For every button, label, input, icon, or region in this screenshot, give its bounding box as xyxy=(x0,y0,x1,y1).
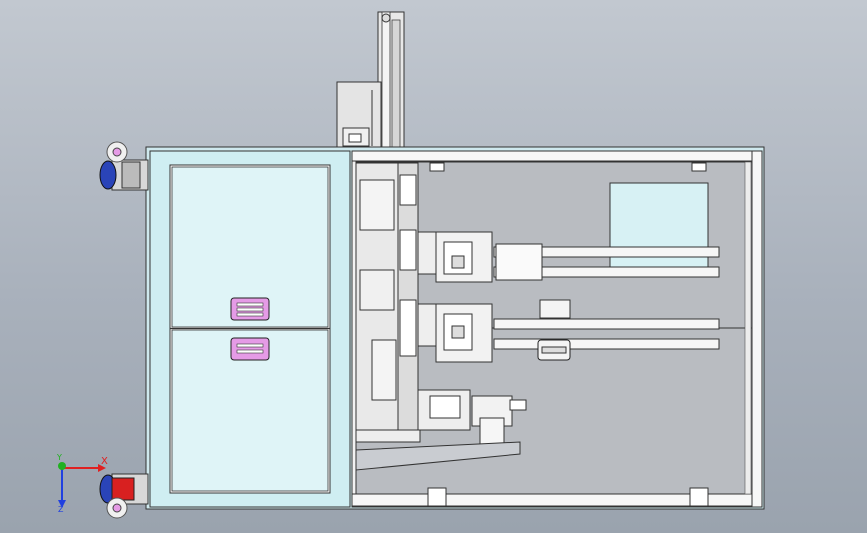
carriage-lower[interactable] xyxy=(435,299,571,363)
mechanism-assembly[interactable] xyxy=(355,162,437,434)
drawer-handle-bottom[interactable] xyxy=(230,337,270,361)
coordinate-triad xyxy=(58,462,106,508)
drawer-handle-top[interactable] xyxy=(230,297,270,321)
lower-actuator[interactable] xyxy=(355,389,527,471)
linear-rails xyxy=(493,246,720,350)
carriage-upper[interactable] xyxy=(435,231,543,283)
y-axis-icon xyxy=(58,462,66,470)
y-axis-label: Y xyxy=(57,453,62,462)
frame-brackets xyxy=(427,161,752,507)
x-axis-label: X xyxy=(101,456,108,467)
z-axis-label: Z xyxy=(58,505,64,514)
caster-top-left[interactable] xyxy=(99,141,149,191)
vertical-column[interactable] xyxy=(336,11,405,149)
caster-bottom-left[interactable] xyxy=(99,473,149,519)
